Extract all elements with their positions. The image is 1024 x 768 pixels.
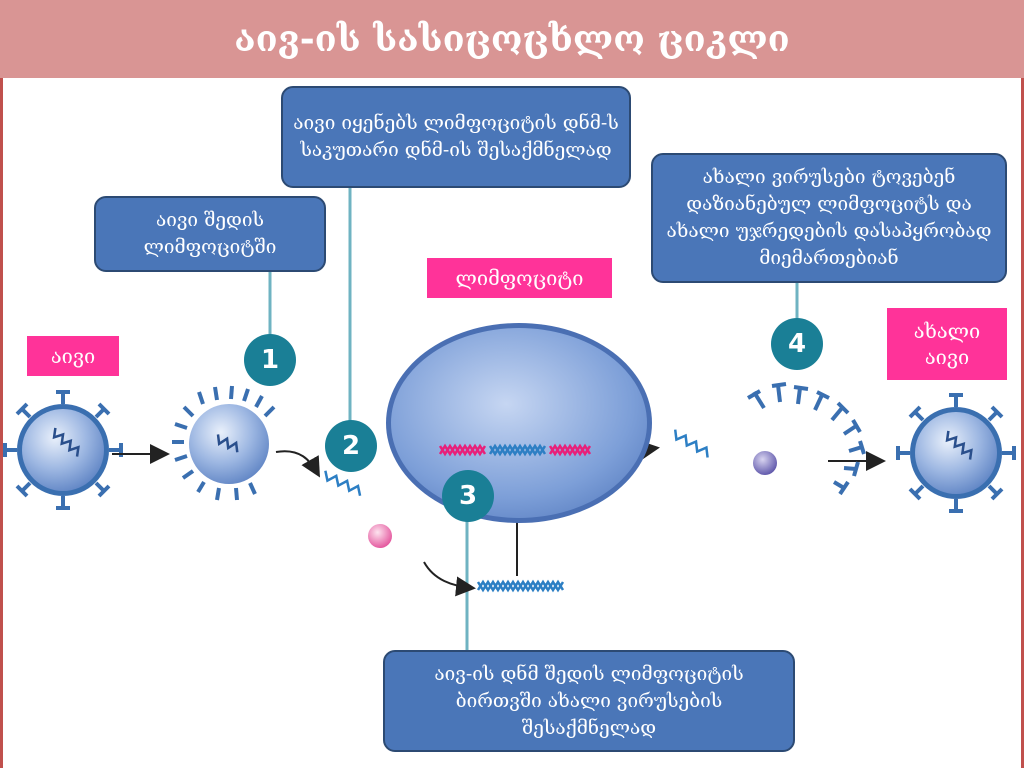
arrow-entry — [275, 450, 320, 478]
hiv-virus-attached-icon — [172, 385, 276, 501]
step-badge-2: 2 — [325, 420, 377, 472]
enzyme-dot-icon — [368, 524, 392, 548]
step-badge-1: 1 — [244, 334, 296, 386]
step-badge-4: 4 — [771, 318, 823, 370]
right-edge-stripe — [1021, 78, 1024, 768]
title-bar: აივ-ის სასიცოცხლო ციკლი — [0, 0, 1024, 78]
tag-lymphocyte: ლიმფოციტი — [427, 258, 612, 298]
rna-strand-icon — [324, 470, 362, 497]
dna-helix-icon — [438, 443, 592, 457]
lymphocyte-cell-icon — [386, 323, 652, 523]
rna-out-strand-icon — [673, 429, 709, 458]
new-hiv-virus-icon — [896, 393, 1016, 513]
step-badge-3: 3 — [442, 470, 494, 522]
callout-step1: აივი შედის ლიმფოციტში — [94, 196, 326, 272]
dna-helix-pre-integration-icon — [476, 579, 565, 593]
enzyme-dot-icon — [753, 451, 777, 475]
arrow-integration — [423, 561, 476, 597]
callout-step4: ახალი ვირუსები ტოვებენ დაზიანებულ ლიმფოც… — [651, 153, 1007, 283]
tag-hiv: აივი — [27, 336, 119, 376]
left-edge-stripe — [0, 78, 3, 768]
callout-step3: აივ-ის დნმ შედის ლიმფოციტის ბირთვში ახალ… — [383, 650, 795, 752]
tag-new-hiv: ახალი აივი — [887, 308, 1007, 380]
page-title: აივ-ის სასიცოცხლო ციკლი — [234, 18, 790, 60]
hiv-virus-icon — [3, 390, 123, 510]
budding-envelope-icon — [746, 382, 866, 496]
callout-step2: აივი იყენებს ლიმფოციტის დნმ-ს საკუთარი დ… — [281, 86, 631, 188]
